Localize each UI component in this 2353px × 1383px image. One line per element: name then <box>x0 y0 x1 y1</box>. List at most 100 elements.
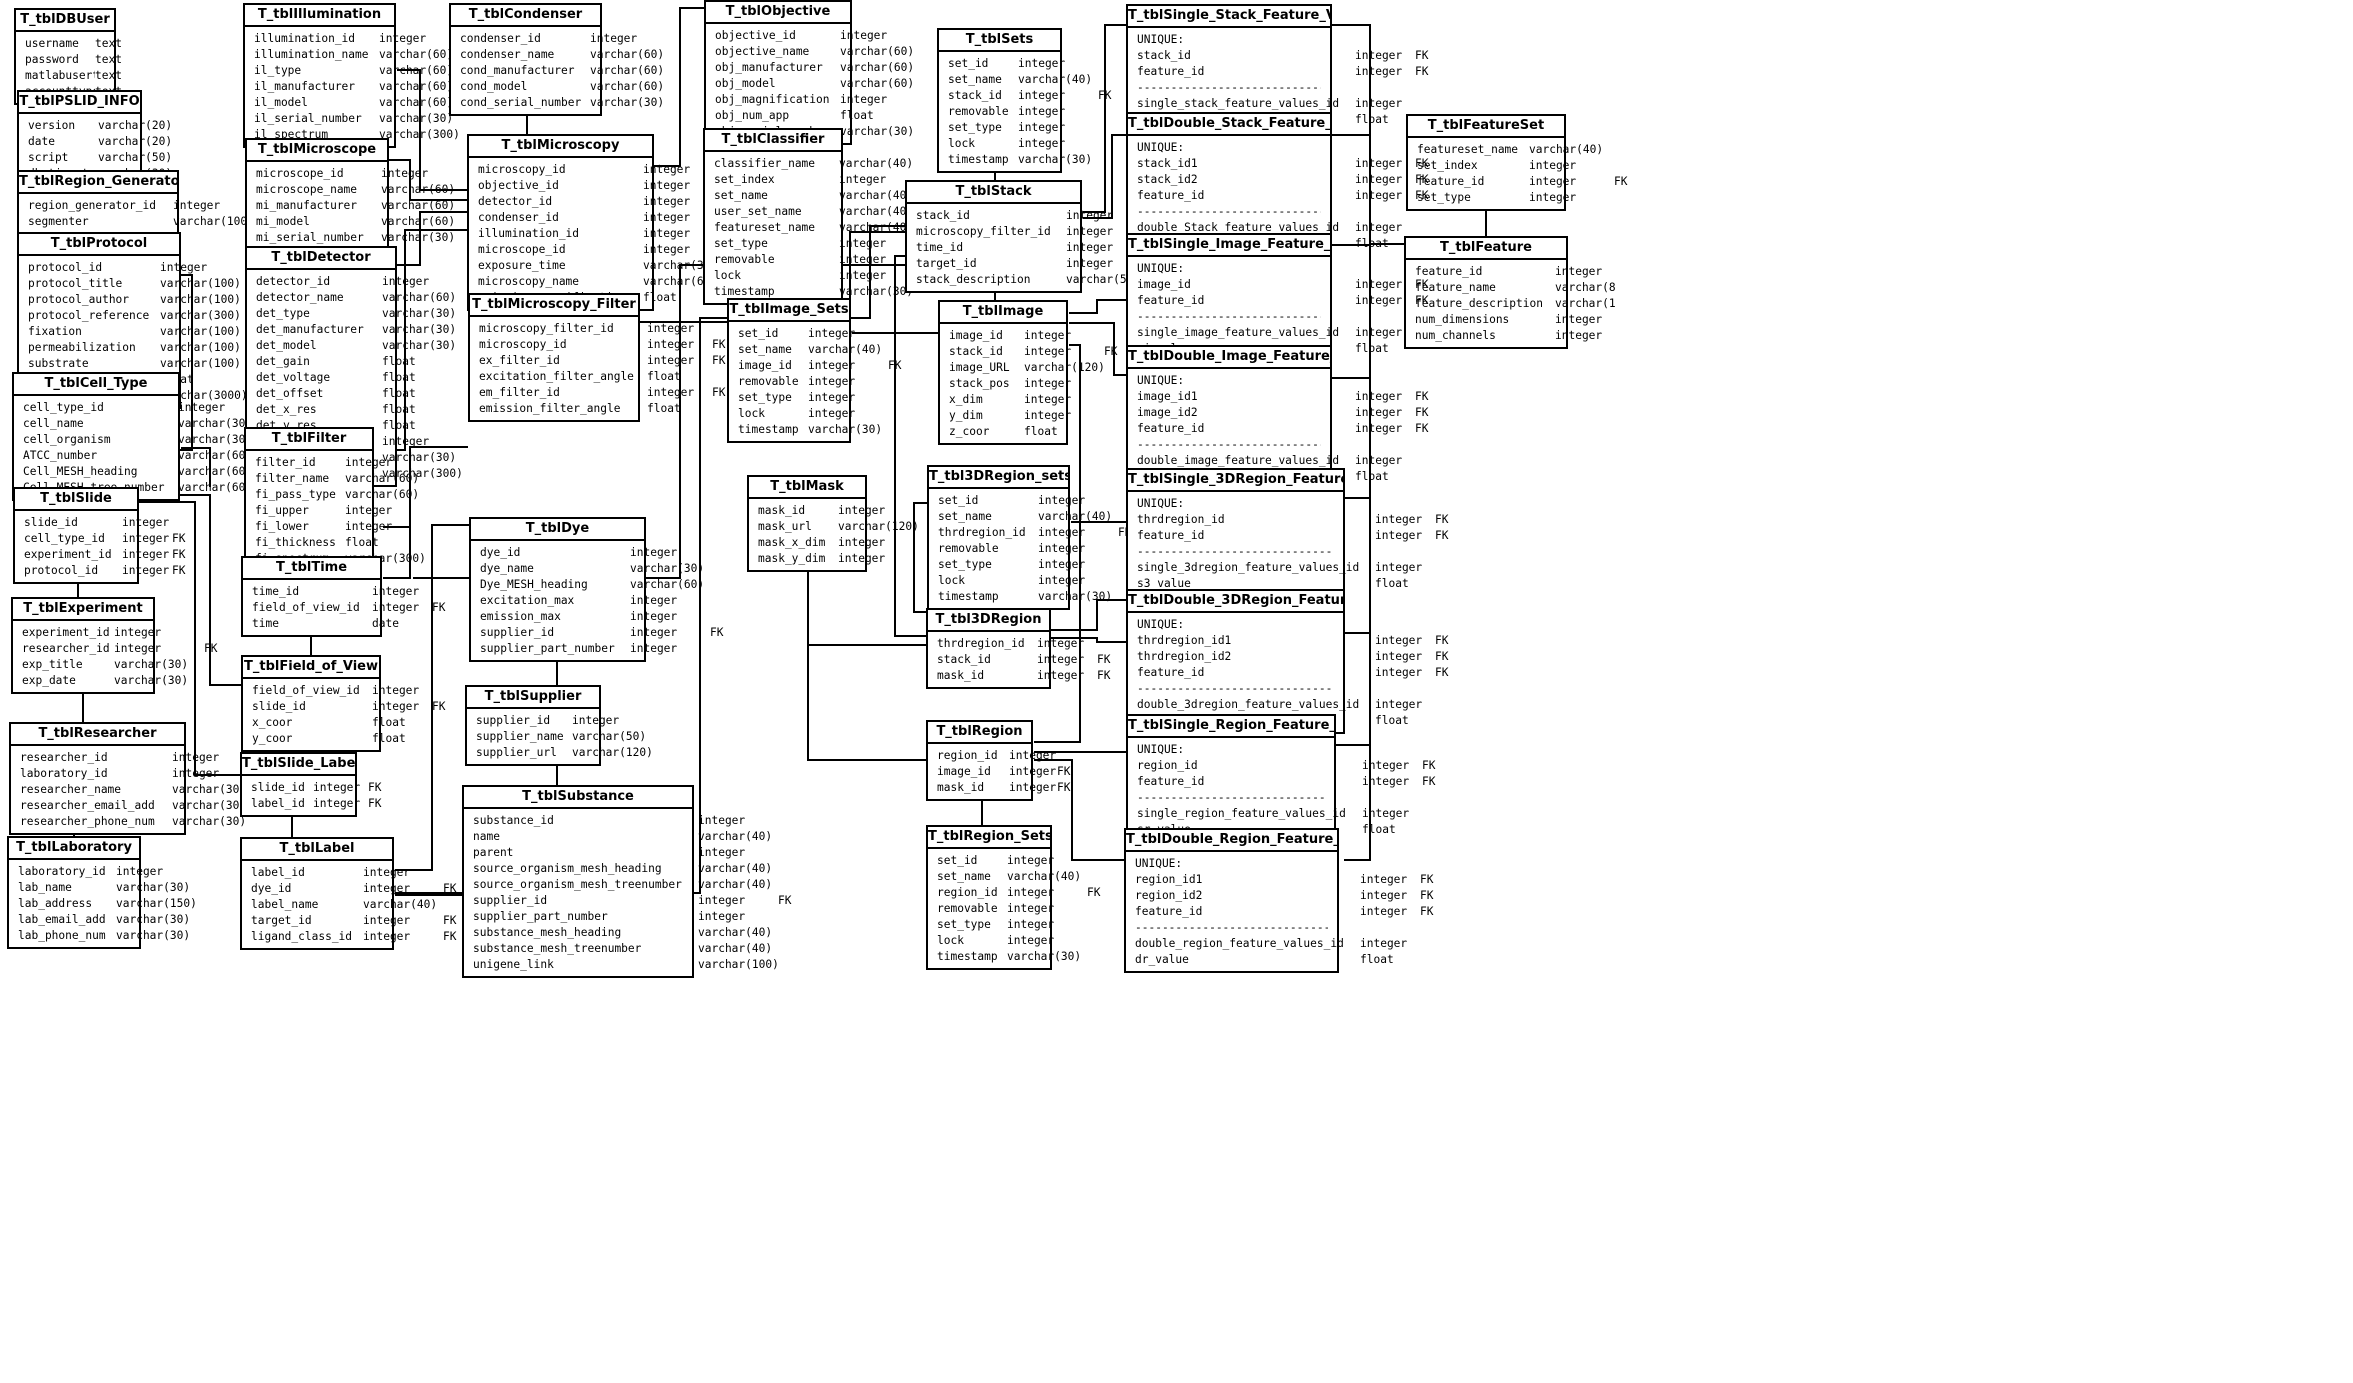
field-name: region_id <box>937 886 998 899</box>
field-type: float <box>372 716 406 729</box>
field-type: integer <box>1066 225 1114 238</box>
field-type: integer <box>1362 775 1410 788</box>
table-title: T_tblField_of_View <box>243 657 379 679</box>
field-type: integer <box>838 504 886 517</box>
field-name: substance_mesh_treenumber <box>473 942 642 955</box>
table-title: T_tblRegion_Generator <box>19 172 177 194</box>
field-type: varchar(60) <box>840 61 915 74</box>
field-type: integer <box>643 211 691 224</box>
field-name: removable <box>938 542 999 555</box>
field-name: num_dimensions <box>1415 313 1510 326</box>
table-title: T_tblLaboratory <box>9 838 139 860</box>
field-type: varchar(30) <box>382 307 457 320</box>
field-name: det_manufacturer <box>256 323 364 336</box>
field-name: image_id2 <box>1137 406 1198 419</box>
table-single-stack-fv[interactable]: T_tblSingle_Stack_Feature_ValuesUNIQUE:s… <box>1126 4 1428 133</box>
field-name: stack_id2 <box>1137 173 1198 186</box>
field-key: FK <box>712 386 726 399</box>
field-name: field_of_view_id <box>252 684 360 697</box>
table-double-3dregion-fv[interactable]: T_tblDouble_3DRegion_Feature_ValuesUNIQU… <box>1126 589 1448 734</box>
field-name: thrdregion_id <box>937 637 1025 650</box>
field-type: varchar(30) <box>840 125 915 138</box>
field-type: varchar(30) <box>1007 950 1082 963</box>
field-name: single_region_feature_values_id <box>1137 807 1346 820</box>
field-type: float <box>1355 342 1389 355</box>
field-type: float <box>372 732 406 745</box>
field-name: mask_id <box>937 669 985 682</box>
field-name: exp_title <box>22 658 83 671</box>
table-title: T_tblLabel <box>242 839 392 861</box>
field-type: integer <box>1038 526 1086 539</box>
field-type: varchar(40) <box>839 221 914 234</box>
table-double-region-fv[interactable]: T_tblDouble_Region_Feature_ValuesUNIQUE:… <box>1124 828 1433 973</box>
field-type: float <box>1362 823 1396 836</box>
field-type: integer <box>1007 854 1055 867</box>
field-type: integer <box>1362 759 1410 772</box>
table-double-image-fv[interactable]: T_tblDouble_Image_Feature_ValuesUNIQUE:i… <box>1126 345 1428 490</box>
table-single-3dregion-fv[interactable]: T_tblSingle_3DRegion_Feature_ValuesUNIQU… <box>1126 468 1448 597</box>
field-name: date <box>28 135 55 148</box>
divider-line: ---------------------------------------- <box>1137 545 1334 558</box>
field-type: text <box>95 37 122 50</box>
field-name: det_offset <box>256 387 324 400</box>
field-name: detector_id <box>478 195 553 208</box>
table-single-image-fv[interactable]: T_tblSingle_Image_Feature_ValuesUNIQUE:i… <box>1126 233 1428 362</box>
table-single-region-fv[interactable]: T_tblSingle_Region_Feature_ValuesUNIQUE:… <box>1126 714 1435 843</box>
field-type: varchar(50) <box>572 730 647 743</box>
field-type: integer <box>345 456 393 469</box>
field-name: emission_max <box>480 610 561 623</box>
field-type: varchar(30) <box>839 285 914 298</box>
field-name: Dye_MESH_heading <box>480 578 588 591</box>
table-title: T_tblFilter <box>246 429 372 451</box>
